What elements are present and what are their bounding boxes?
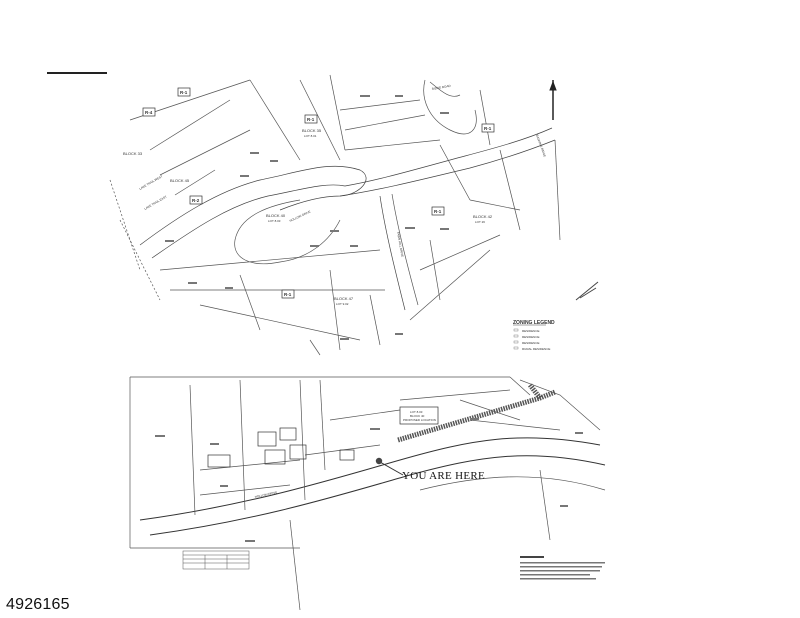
- lower-site-plan: [129, 376, 606, 611]
- zone-label: R-1: [484, 126, 492, 131]
- north-arrow: [549, 80, 557, 120]
- callout-block: BLOCK 40: [410, 414, 425, 418]
- zoning-legend: ZONING LEGEND RESIDENCE RESIDENCE RESIDE…: [513, 320, 555, 351]
- block-label: BLOCK 45: [170, 178, 190, 183]
- street-label: LAKE TRAIL EAST: [144, 195, 168, 211]
- legend-item: RESIDENCE: [522, 335, 540, 339]
- location-marker: [375, 457, 404, 476]
- zone-box: [304, 114, 318, 124]
- you-are-here-label: YOU ARE HERE: [402, 470, 486, 482]
- lot-label: LOT 8.03: [268, 219, 281, 223]
- zone-box: [142, 107, 156, 117]
- callout-lot: LOT 8.03: [410, 410, 423, 414]
- lot-number-marks: [165, 95, 449, 340]
- block-label: BLOCK 42: [473, 214, 493, 219]
- block-label: BLOCK 40: [266, 213, 286, 218]
- zone-label: R-4: [145, 110, 153, 115]
- road-label: HOLLOW DRIVE: [254, 490, 277, 499]
- street-label: RIDGE ROAD: [431, 84, 451, 91]
- legend-title: ZONING LEGEND: [513, 320, 555, 326]
- scan-mark: [575, 281, 599, 301]
- street-label: FAWN HILL DRIVE: [396, 231, 404, 257]
- block-label: BLOCK 35: [302, 128, 322, 133]
- zone-box: [281, 289, 295, 299]
- zone-label: R-1: [434, 209, 442, 214]
- zone-label: R-1: [284, 292, 292, 297]
- legend-item: RESIDENCE: [522, 341, 540, 345]
- legend-item: RESIDENCE: [522, 329, 540, 333]
- listing-id: 4926165: [6, 596, 70, 613]
- zone-boxes: R-1 R-1 R-4 R-2 R-1 R-1 R-1: [142, 87, 495, 299]
- zone-label: R-2: [192, 198, 200, 203]
- title-block-table: [182, 550, 250, 570]
- lot-label: LOT 26: [475, 220, 485, 224]
- zone-box: [431, 206, 445, 216]
- upper-tax-map: [109, 74, 561, 356]
- street-label: BASKING RIDGE: [535, 134, 547, 158]
- legend-item: RURAL RESIDENCE: [522, 347, 550, 351]
- zone-box: [189, 195, 203, 205]
- zone-box: [481, 123, 495, 133]
- block-label: BLOCK 33: [123, 151, 143, 156]
- street-label: LAKE TRAIL WEST: [139, 174, 164, 191]
- block-label: BLOCK 47: [334, 296, 354, 301]
- site-marks: [155, 418, 583, 542]
- block-labels: BLOCK 35 LOT 8.01 BLOCK 40 LOT 8.03 BLOC…: [123, 128, 493, 306]
- zone-label: R-1: [180, 90, 188, 95]
- zone-box: [177, 87, 191, 97]
- zone-label: R-1: [307, 117, 315, 122]
- lot-label: LOT 9.02: [336, 302, 349, 306]
- street-label: HOLLOW DRIVE: [289, 210, 312, 223]
- callout-note: PROPOSED LOCATION: [403, 418, 436, 422]
- lot-label: LOT 8.01: [304, 134, 317, 138]
- lot-callout: LOT 8.03 BLOCK 40 PROPOSED LOCATION: [399, 406, 439, 425]
- notes-block: [520, 556, 605, 580]
